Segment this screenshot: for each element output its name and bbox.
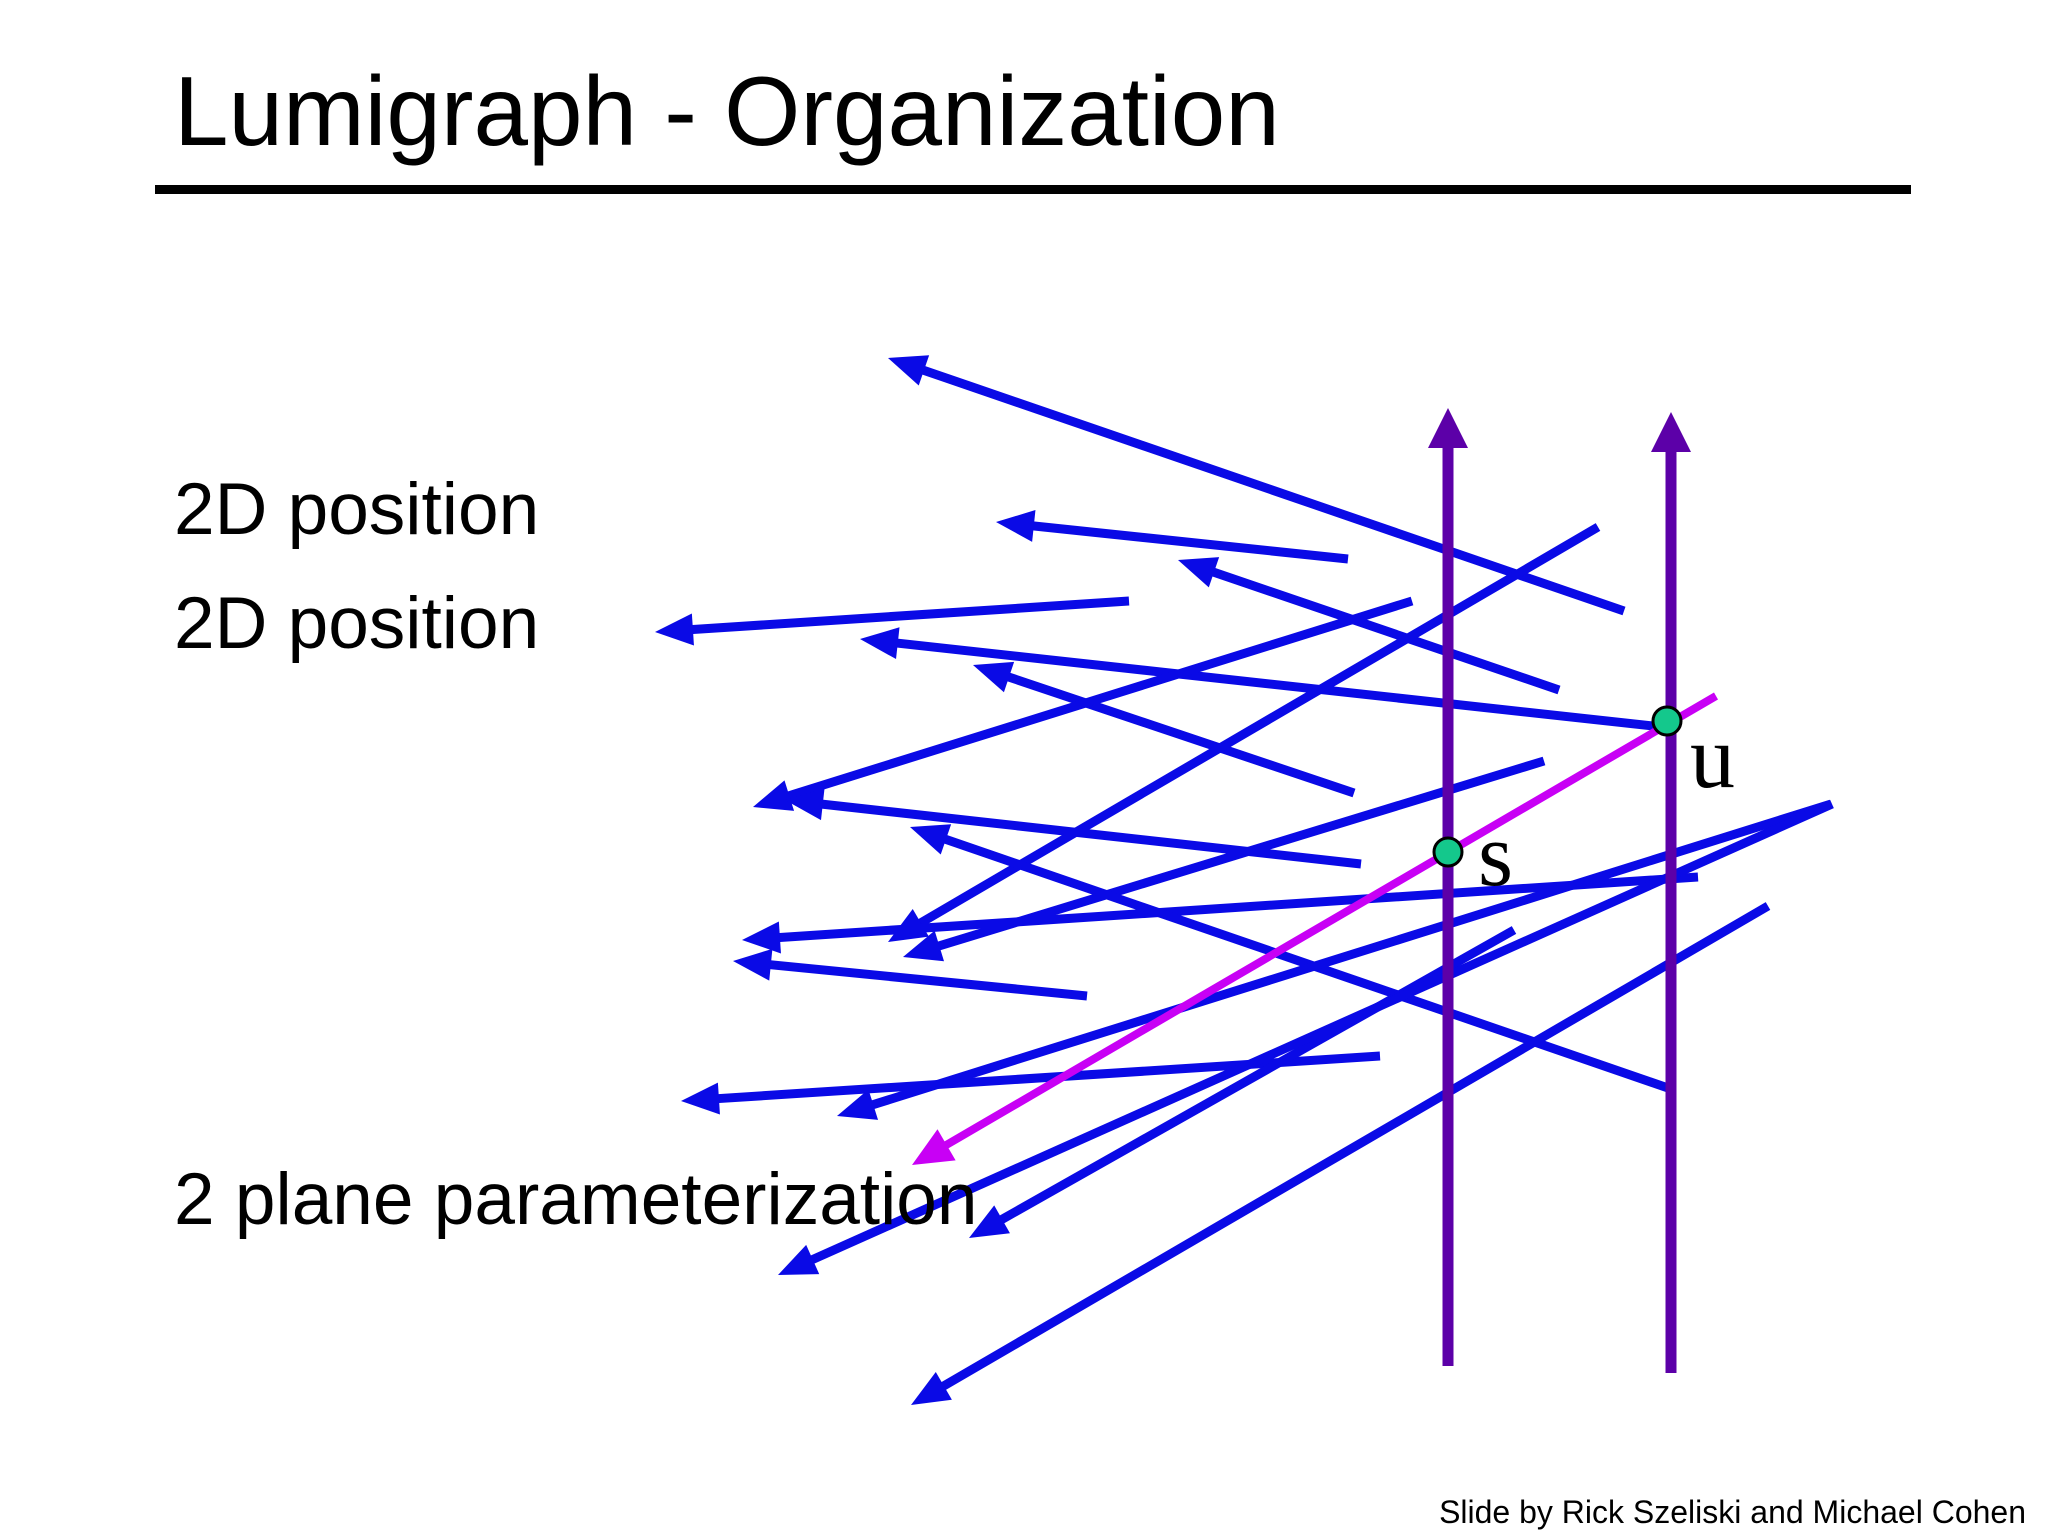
ray-16-head-icon [969, 1205, 1010, 1238]
slide-title: Lumigraph - Organization [174, 56, 1280, 166]
parameterization-planes [1428, 408, 1691, 1373]
intersection-point-u-icon [1651, 705, 1683, 737]
ray-17-shaft [939, 902, 1771, 1391]
ray-18-head-icon [778, 1244, 820, 1275]
ray-17 [911, 902, 1771, 1405]
ray-10-head-icon [785, 788, 825, 821]
plane-u [1651, 412, 1691, 1373]
ray-12 [733, 948, 1088, 1001]
ray-5-shaft [895, 638, 1663, 732]
ray-14-head-icon [837, 1089, 879, 1120]
light-rays [655, 355, 1834, 1405]
ray-18-shaft [809, 799, 1834, 1265]
ray-11 [742, 872, 1699, 954]
ray-11-shaft [777, 872, 1699, 943]
ray-5 [860, 627, 1663, 732]
ray-10-shaft [820, 799, 1362, 869]
highlight-ray [912, 692, 1719, 1165]
ray-3 [655, 596, 1130, 646]
ray-3-head-icon [655, 613, 694, 646]
ray-13 [910, 824, 1670, 1093]
ray-18 [778, 799, 1834, 1275]
ray-12-head-icon [733, 948, 773, 981]
ray-10 [785, 788, 1362, 869]
ray-2-shaft [1031, 521, 1349, 564]
ray-3-shaft [690, 596, 1130, 635]
ray-7-shaft [786, 596, 1414, 801]
plane-u-label: u [1690, 708, 1735, 807]
ray-8-shaft [916, 523, 1601, 928]
ray-1-shaft [920, 365, 1626, 616]
ray-13-shaft [942, 834, 1670, 1093]
ray-6-head-icon [973, 661, 1015, 693]
title-underline [155, 185, 1911, 194]
ray-1 [888, 355, 1626, 616]
plane-u-head-icon [1651, 412, 1691, 452]
ray-4-shaft [1210, 567, 1561, 695]
label-2d-position-uv: 2D position [174, 583, 540, 664]
ray-7 [753, 596, 1414, 811]
ray-6 [973, 661, 1356, 798]
intersection-points [1432, 705, 1683, 868]
ray-1-head-icon [888, 355, 930, 386]
ray-2 [996, 510, 1349, 564]
label-2-plane-parameterization: 2 plane parameterization [174, 1159, 978, 1240]
plane-s-label: s [1478, 806, 1513, 905]
ray-16-shaft [998, 926, 1517, 1225]
ray-13-head-icon [910, 824, 952, 855]
ray-4-head-icon [1178, 557, 1220, 588]
label-2d-position-st: 2D position [174, 469, 540, 550]
ray-5-head-icon [860, 627, 900, 660]
intersection-point-s-icon [1432, 836, 1464, 868]
slide-credit: Slide by Rick Szeliski and Michael Cohen [1439, 1494, 2026, 1530]
ray-12-shaft [768, 960, 1088, 1001]
highlight-ray-head-icon [912, 1129, 956, 1165]
ray-7-head-icon [753, 780, 795, 811]
ray-2-head-icon [996, 510, 1036, 542]
ray-9-head-icon [903, 930, 945, 962]
plane-s [1428, 408, 1468, 1366]
ray-11-head-icon [742, 921, 781, 954]
highlighted-ray [912, 692, 1719, 1165]
ray-4 [1178, 557, 1561, 695]
ray-17-head-icon [911, 1372, 952, 1405]
ray-6-shaft [1005, 672, 1356, 798]
ray-15-head-icon [681, 1082, 720, 1115]
highlight-ray-shaft [942, 692, 1719, 1150]
ray-16 [969, 926, 1517, 1238]
plane-s-head-icon [1428, 408, 1468, 448]
